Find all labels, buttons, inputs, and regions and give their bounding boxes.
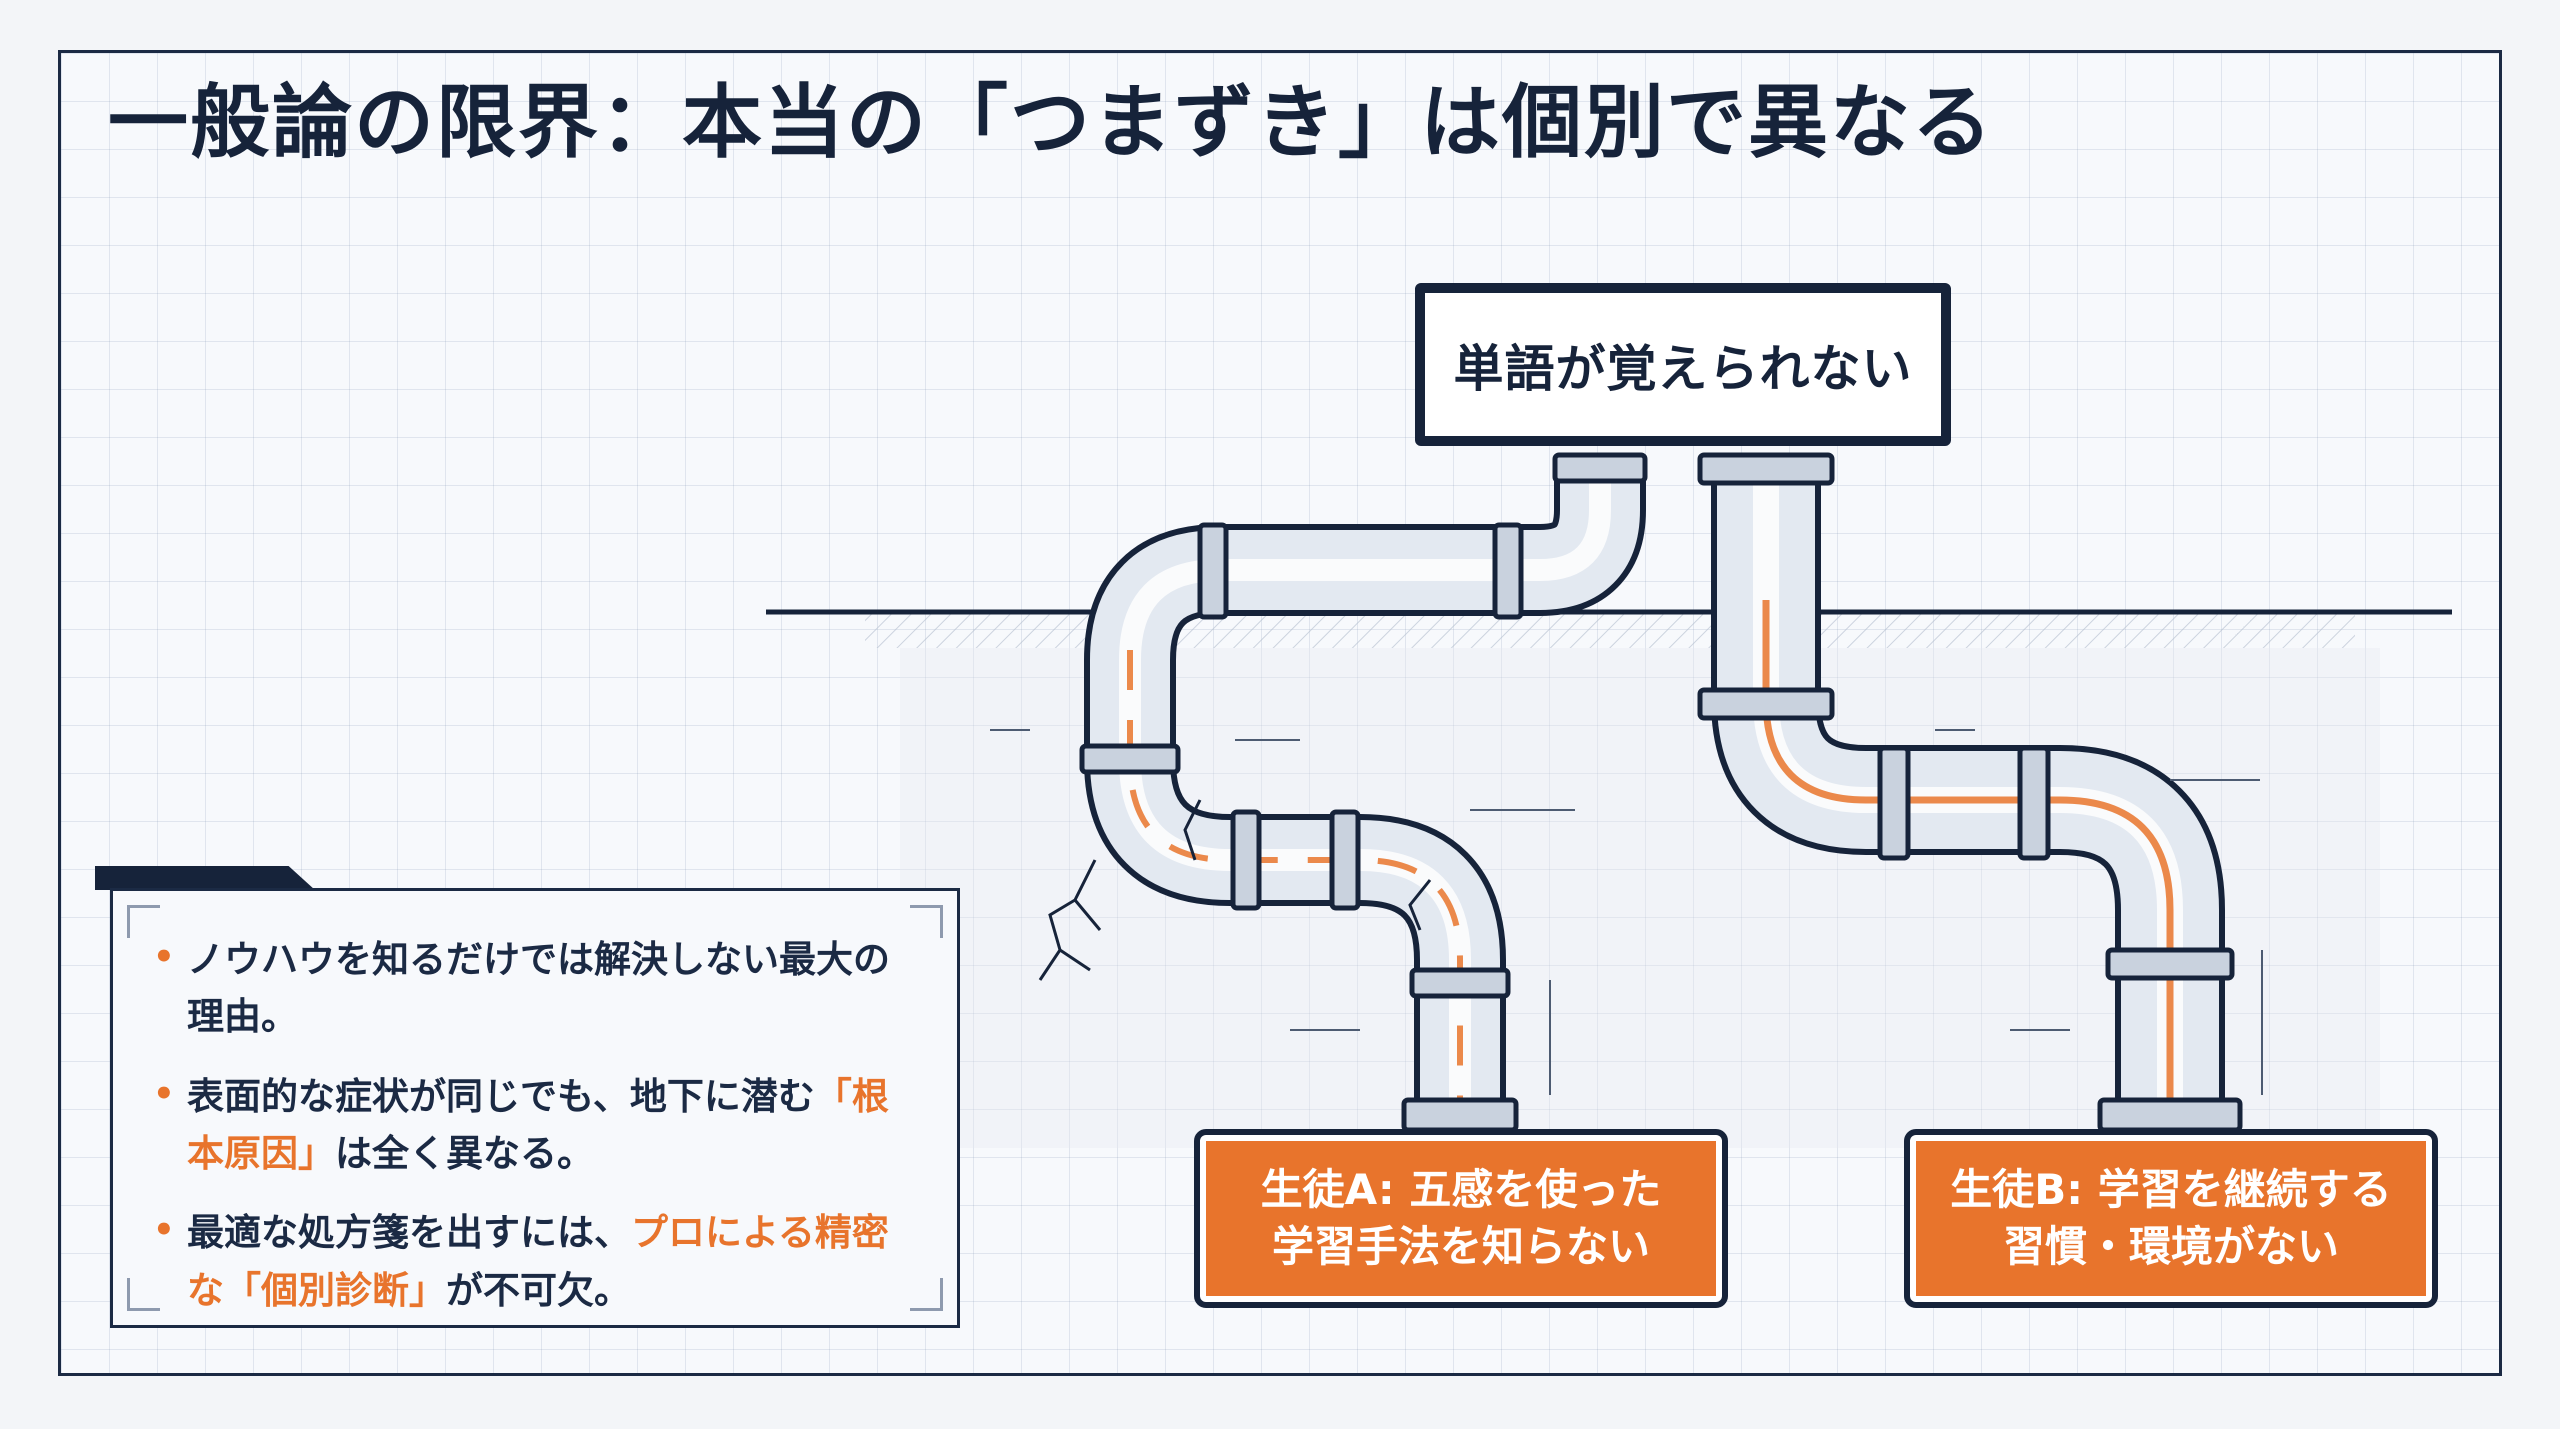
student-a-cause: 生徒A: 五感を使った 学習手法を知らない	[1194, 1129, 1728, 1308]
note-text: 表面的な症状が同じでも、地下に潜む	[187, 1074, 815, 1118]
note-highlight: 「根本原因」	[187, 1074, 889, 1176]
pipe-right	[1711, 455, 2225, 1120]
student-a-line1: 生徒A: 五感を使った	[1260, 1164, 1662, 1214]
pipe-right-flanges	[1697, 452, 2243, 1133]
slide-title: 一般論の限界：本当の「つまずき」は個別で異なる	[108, 76, 1994, 169]
symptom-label: 単語が覚えられない	[1415, 283, 1951, 446]
note-highlight: プロによる精密な「個別診断」	[187, 1211, 889, 1312]
notes-panel: ノウハウを知るだけでは解決しない最大の理由。 表面的な症状が同じでも、地下に潜む…	[110, 888, 960, 1328]
note-item-1: ノウハウを知るだけでは解決しない最大の理由。	[153, 931, 917, 1046]
note-text: が不可欠。	[446, 1268, 631, 1312]
note-item-3: 最適な処方箋を出すには、プロによる精密な「個別診断」が不可欠。	[153, 1204, 917, 1319]
notes-tab	[95, 866, 315, 890]
student-a-line2: 学習手法を知らない	[1271, 1221, 1650, 1271]
corner-mark	[127, 1278, 160, 1311]
notes-list: ノウハウを知るだけでは解決しない最大の理由。 表面的な症状が同じでも、地下に潜む…	[153, 931, 917, 1319]
corner-mark	[910, 1278, 943, 1311]
student-b-line2: 習慣・環境がない	[2002, 1221, 2339, 1271]
pipe-left-flanges	[1079, 452, 1648, 1133]
student-b-line1: 生徒B: 学習を継続する	[1950, 1164, 2392, 1214]
note-item-2: 表面的な症状が同じでも、地下に潜む「根本原因」は全く異なる。	[153, 1068, 917, 1183]
note-text: ノウハウを知るだけでは解決しない最大の理由。	[187, 938, 890, 1039]
corner-mark	[910, 905, 943, 938]
dimension-lines	[990, 729, 2263, 1095]
note-text: 最適な処方箋を出すには、	[187, 1211, 631, 1255]
pipe-crack	[1038, 799, 1432, 981]
note-text: は全く異なる。	[335, 1132, 594, 1176]
corner-mark	[127, 905, 160, 938]
student-b-cause: 生徒B: 学習を継続する 習慣・環境がない	[1904, 1129, 2438, 1308]
